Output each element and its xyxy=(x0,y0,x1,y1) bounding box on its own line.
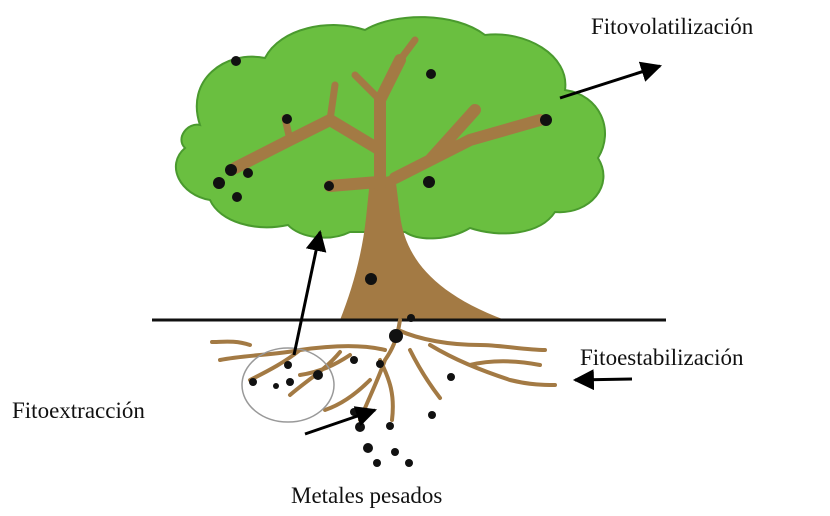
arrow-metales-pesados xyxy=(305,410,375,434)
label-fitoextraccion: Fitoextracción xyxy=(12,398,145,423)
arrow-fitoextraccion xyxy=(294,232,320,355)
label-metales-pesados: Metales pesados xyxy=(291,483,442,508)
arrow-fitovolatilizacion xyxy=(560,66,660,98)
label-fitovolatilizacion: Fitovolatilización xyxy=(591,14,754,39)
arrow-fitoestabilizacion xyxy=(575,379,632,380)
label-fitoestabilizacion: Fitoestabilización xyxy=(580,345,744,370)
tree-roots xyxy=(212,320,555,420)
